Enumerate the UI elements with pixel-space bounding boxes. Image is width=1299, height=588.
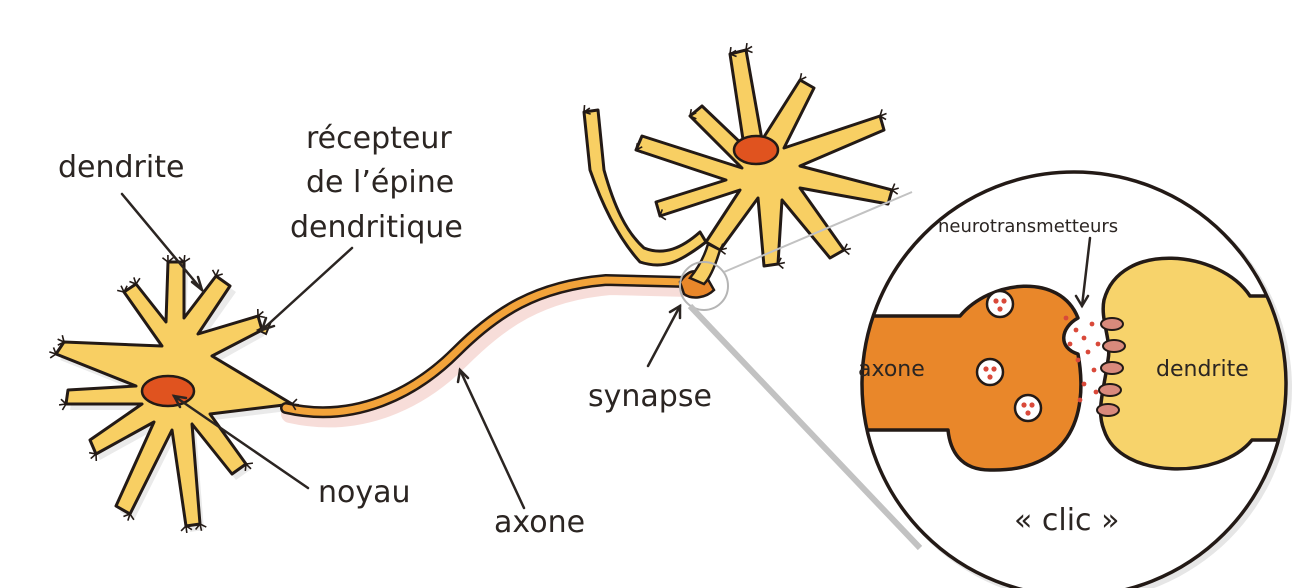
label-noyau: noyau (318, 475, 411, 510)
label-dendrite: dendrite (58, 150, 184, 185)
right-neuron-dendrite-branch (584, 110, 706, 265)
label-recepteur-line1: récepteur (306, 121, 452, 156)
label-neurotransmetteurs: neurotransmetteurs (938, 216, 1118, 237)
label-synapse: synapse (588, 379, 712, 414)
arrow-synapse (648, 306, 680, 366)
arrow-axone (460, 370, 524, 508)
label-recepteur-line3: dendritique (290, 210, 463, 245)
label-zoom-dendrite: dendrite (1156, 357, 1249, 382)
label-axone: axone (494, 505, 585, 540)
label-zoom-axone: axone (858, 357, 925, 382)
left-nucleus (142, 376, 194, 406)
label-recepteur-line2: de l’épine (306, 165, 454, 200)
label-zoom-clic: « clic » (1014, 503, 1119, 538)
right-nucleus (734, 136, 778, 164)
arrow-recepteur (262, 248, 352, 330)
arrow-dendrite (122, 194, 202, 290)
